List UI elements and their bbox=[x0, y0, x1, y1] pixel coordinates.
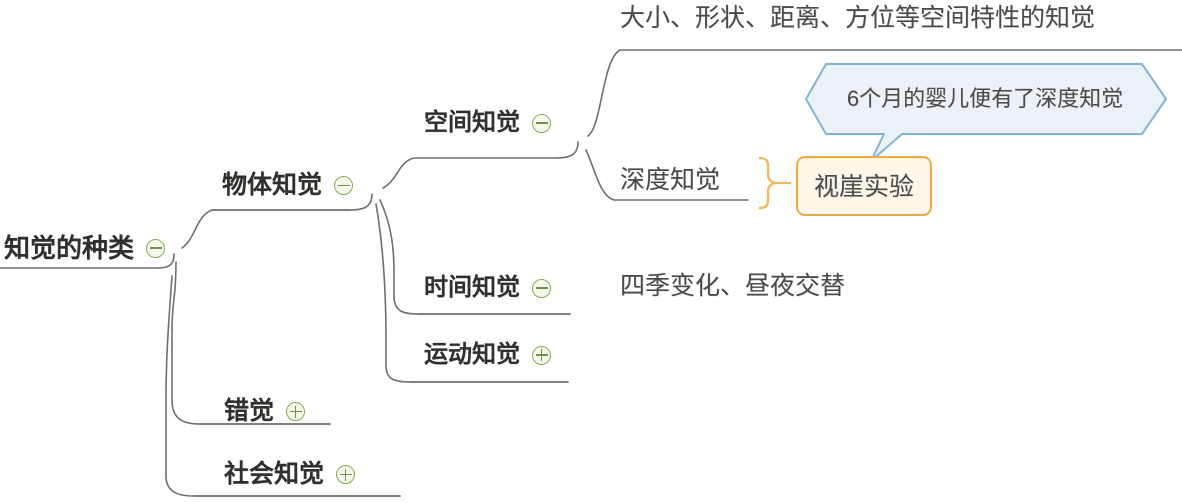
toggle-illusion-expand[interactable] bbox=[286, 402, 306, 421]
toggle-time-perception-collapse[interactable] bbox=[532, 278, 551, 298]
callout-note-infant-depth[interactable]: 6个月的婴儿便有了深度知觉 bbox=[806, 64, 1164, 130]
node-time-perception[interactable]: 时间知觉 bbox=[424, 276, 551, 300]
node-root-label: 知觉的种类 bbox=[4, 233, 135, 263]
node-illusion-label: 错觉 bbox=[224, 397, 275, 425]
node-time-perception-label: 时间知觉 bbox=[424, 274, 520, 301]
node-visual-cliff[interactable]: 视崖实验 bbox=[796, 156, 933, 216]
node-visual-cliff-label: 视崖实验 bbox=[814, 173, 915, 201]
node-social-perception-label: 社会知觉 bbox=[224, 460, 325, 488]
wire-root-to-object bbox=[181, 193, 373, 249]
toggle-spatial-perception-collapse[interactable] bbox=[532, 113, 551, 133]
node-illusion[interactable]: 错觉 bbox=[224, 397, 306, 425]
node-root[interactable]: 知觉的种类 bbox=[4, 233, 166, 263]
wire-object-to-spatial bbox=[382, 141, 579, 189]
brace-connector bbox=[758, 156, 792, 210]
node-object-perception-label: 物体知觉 bbox=[222, 171, 323, 199]
node-depth-perception-label: 深度知觉 bbox=[620, 166, 721, 194]
node-motion-perception[interactable]: 运动知觉 bbox=[424, 343, 551, 367]
node-spatial-detail[interactable]: 大小、形状、距离、方位等空间特性的知觉 bbox=[620, 6, 1095, 31]
toggle-motion-perception-expand[interactable] bbox=[532, 345, 551, 365]
node-depth-perception[interactable]: 深度知觉 bbox=[620, 168, 720, 193]
toggle-root-collapse[interactable] bbox=[146, 238, 166, 258]
node-spatial-detail-label: 大小、形状、距离、方位等空间特性的知觉 bbox=[620, 4, 1096, 32]
node-social-perception[interactable]: 社会知觉 bbox=[224, 460, 356, 488]
node-spatial-perception[interactable]: 空间知觉 bbox=[424, 111, 551, 135]
toggle-social-perception-expand[interactable] bbox=[336, 465, 356, 484]
node-motion-perception-label: 运动知觉 bbox=[424, 341, 520, 368]
node-object-perception[interactable]: 物体知觉 bbox=[222, 171, 354, 199]
toggle-object-perception-collapse[interactable] bbox=[334, 176, 354, 195]
node-time-detail[interactable]: 四季变化、昼夜交替 bbox=[620, 274, 845, 299]
node-spatial-perception-label: 空间知觉 bbox=[424, 109, 520, 136]
node-time-detail-label: 四季变化、昼夜交替 bbox=[620, 272, 846, 300]
callout-note-label: 6个月的婴儿便有了深度知觉 bbox=[846, 86, 1124, 111]
